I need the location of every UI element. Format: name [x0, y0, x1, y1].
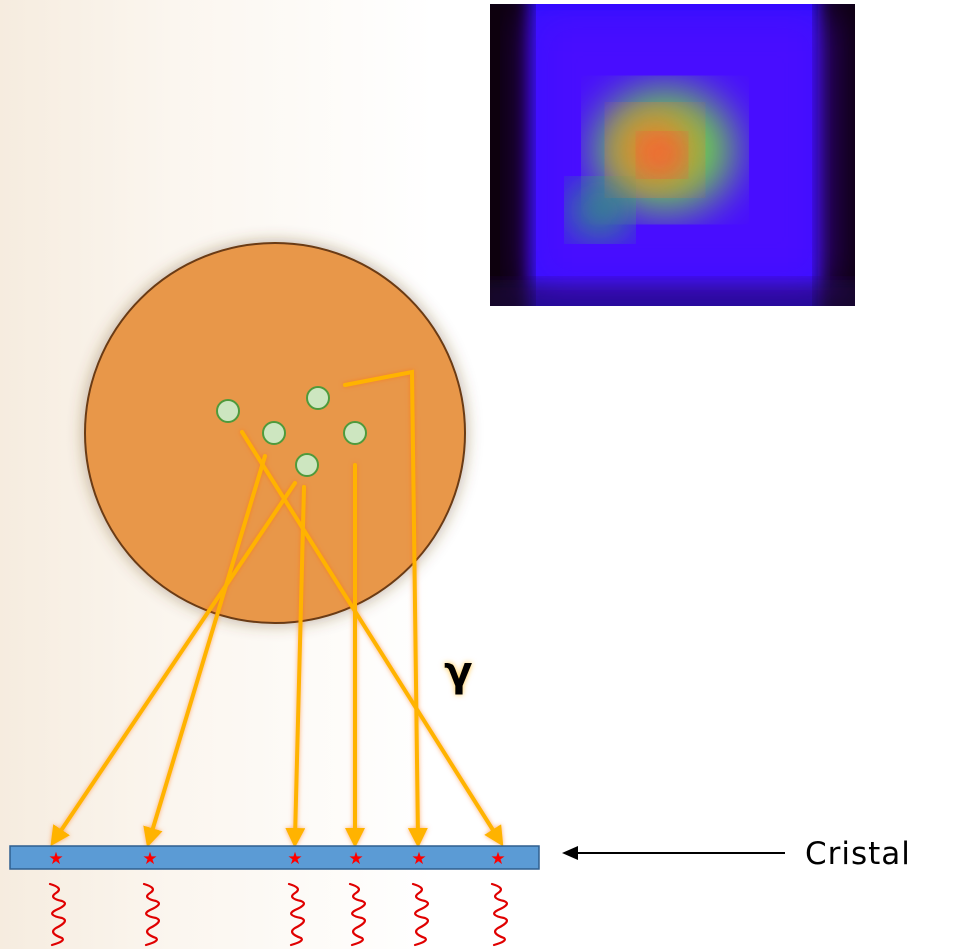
red-star-icon: ★ [48, 849, 63, 869]
red-spring-icon [413, 884, 428, 945]
scintillation-springs [50, 884, 507, 945]
red-spring-icon [492, 884, 507, 945]
source-circle [307, 387, 329, 409]
red-star-icon: ★ [348, 849, 363, 869]
red-spring-icon [289, 884, 304, 945]
crystal-label: Cristal [805, 836, 911, 872]
red-spring-icon [144, 884, 159, 945]
red-star-icon: ★ [490, 849, 505, 869]
red-spring-icon [350, 884, 365, 945]
crystal-bar [10, 846, 539, 869]
red-star-icon: ★ [142, 849, 157, 869]
source-circle [296, 454, 318, 476]
red-star-icon: ★ [287, 849, 302, 869]
source-circle [344, 422, 366, 444]
red-star-icon: ★ [411, 849, 426, 869]
scintigraphy-image [470, 0, 878, 320]
red-spring-icon [50, 884, 65, 945]
left-arrow-icon [562, 846, 785, 860]
source-circle [263, 422, 285, 444]
gamma-label: γ [444, 647, 473, 696]
source-circle [217, 400, 239, 422]
